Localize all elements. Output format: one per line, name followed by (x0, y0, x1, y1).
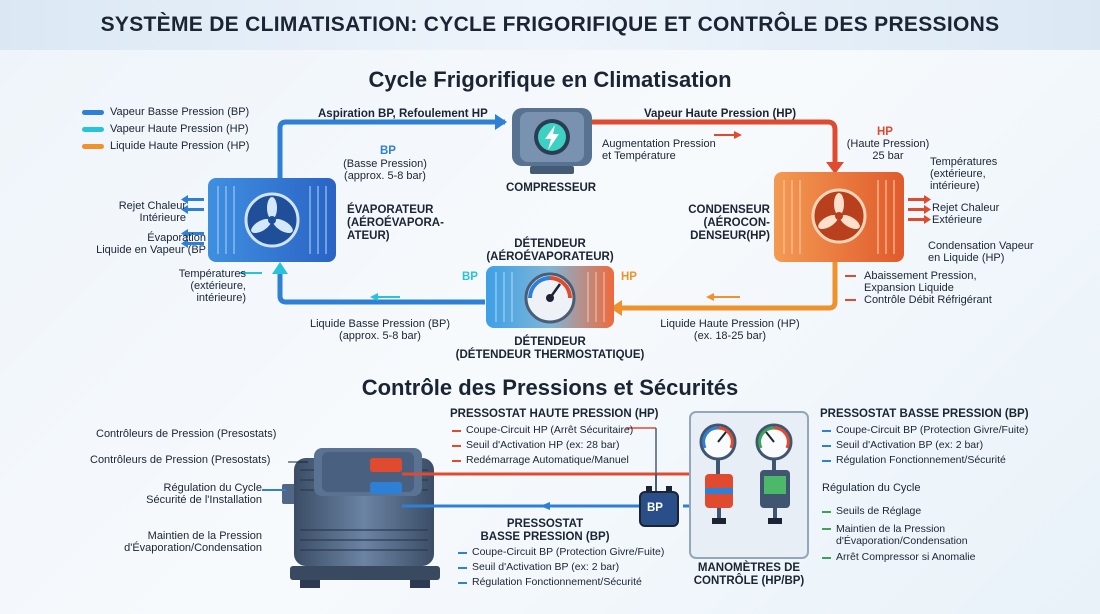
condenser-heat-label: Rejet Chaleur Extérieure (932, 202, 1000, 226)
arrow-head (272, 262, 288, 274)
arrow-head (826, 162, 844, 174)
list-item: Redémarrage Automatique/Manuel (452, 453, 633, 468)
section-title-controls: Contrôle des Pressions et Sécurités (361, 375, 739, 400)
hp-tag: HP (877, 126, 893, 138)
condenser-label: CONDENSEUR (AÉROCON- DENSEUR(HP) (688, 204, 770, 242)
expansion-valve-bottom-label: DÉTENDEUR (DÉTENDEUR THERMOSTATIQUE) (455, 336, 645, 361)
list-item: Coupe-Circuit HP (Arrêt Sécuritaire) (452, 423, 633, 438)
evaporator-label: ÉVAPORATEUR (AÉROÉVAPORA- ATEUR) (347, 204, 444, 242)
discharge-label: Vapeur Haute Pression (HP) (644, 108, 797, 120)
condenser-temperatures: Températures (extérieure, intérieure) (930, 156, 998, 192)
suction-label: Aspiration BP, Refoulement HP (318, 108, 488, 120)
pipe-discharge (590, 119, 838, 168)
evaporator-icon (208, 178, 336, 262)
bp-pressostat-title: PRESSOSTAT BASSE PRESSION (BP) (480, 518, 610, 543)
compressor-label: COMPRESSEUR (506, 182, 597, 194)
list-item: Maintien de la Pression d'Évaporation/Co… (822, 523, 975, 547)
right-pressostat-title: PRESSOSTAT BASSE PRESSION (BP) (820, 408, 1029, 420)
condensation-label: Condensation Vapeur en Liquide (HP) (928, 240, 1034, 264)
list-item: Régulation Fonctionnement/Sécurité (822, 453, 1028, 468)
gauges-label: MANOMÈTRES DE CONTRÔLE (HP/BP) (693, 562, 805, 587)
hp-description: (Haute Pression) 25 bar (846, 138, 930, 162)
control-label-1: Contrôleurs de Pression (Presostats) (96, 428, 277, 440)
valve-bp-tag: BP (462, 271, 478, 283)
expansion-valve-icon (486, 266, 614, 328)
motor-compressor-icon (282, 448, 440, 588)
bp-pressostat-icon (639, 486, 679, 527)
legend-item: Liquide Haute Pression (HP) (82, 140, 249, 152)
evaporator-heat-label: Rejet Chaleur Intérieure (118, 200, 186, 224)
expansion-valve-top-label: DÉTENDEUR (AÉROÉVAPORATEUR) (486, 238, 614, 263)
list-item: Arrêt Compressor si Anomalie (822, 550, 975, 565)
bp-box-label: BP (647, 502, 663, 514)
section-title-cycle: Cycle Frigorifique en Climatisation (368, 67, 732, 92)
bp-description: (Basse Pression) (approx. 5-8 bar) (343, 158, 427, 182)
pipe-suction (277, 119, 505, 178)
pipe-liquid-bp (277, 270, 485, 305)
bp-tag: BP (380, 145, 396, 157)
compressor-icon (512, 108, 592, 174)
hp-pressostat-title: PRESSOSTAT HAUTE PRESSION (HP) (450, 408, 659, 420)
list-item: Seuils de Réglage (822, 504, 975, 519)
regulation-title: Régulation du Cycle (822, 482, 921, 494)
list-item: Coupe-Circuit BP (Protection Givre/Fuite… (458, 545, 664, 560)
list-item: Seuil d'Activation HP (ex: 28 bar) (452, 438, 633, 453)
title-banner: SYSTÈME DE CLIMATISATION: CYCLE FRIGORIF… (0, 0, 1100, 50)
gauge-panel-icon (689, 411, 809, 559)
banner-title: SYSTÈME DE CLIMATISATION: CYCLE FRIGORIF… (100, 13, 1000, 36)
list-item: Seuil d'Activation BP (ex: 2 bar) (822, 438, 1028, 453)
legend: Vapeur Basse Pression (BP) Vapeur Haute … (82, 106, 249, 152)
control-label-3: Régulation du Cycle Sécurité de l'Instal… (146, 482, 262, 506)
list-item: Seuil d'Activation BP (ex: 2 bar) (458, 560, 664, 575)
control-label-2: Contrôleurs de Pression (Presostats) (90, 454, 271, 466)
flow-control-note: Contrôle Débit Réfrigérant (864, 294, 992, 306)
right-pressostat-list: Coupe-Circuit BP (Protection Givre/Fuite… (822, 423, 1028, 468)
expansion-note: Abaissement Pression, Expansion Liquide (864, 270, 977, 294)
list-item: Coupe-Circuit BP (Protection Givre/Fuite… (822, 423, 1028, 438)
liquid-hp-label: Liquide Haute Pression (HP) (ex. 18-25 b… (660, 318, 800, 342)
legend-item: Vapeur Haute Pression (HP) (82, 123, 249, 135)
control-label-4: Maintien de la Pression d'Évaporation/Co… (124, 530, 262, 554)
legend-item: Vapeur Basse Pression (BP) (82, 106, 249, 118)
arrow-head (610, 300, 622, 316)
regulation-list: Seuils de Réglage Maintien de la Pressio… (822, 504, 975, 565)
evaporation-label: Évaporation Liquide en Vapeur (BP (96, 232, 206, 256)
arrow-head (495, 114, 507, 130)
condenser-icon (774, 172, 904, 262)
list-item: Régulation Fonctionnement/Sécurité (458, 575, 664, 590)
hp-pressostat-list: Coupe-Circuit HP (Arrêt Sécuritaire) Seu… (452, 423, 633, 468)
valve-hp-tag: HP (621, 271, 637, 283)
compressor-note: Augmentation Pression et Température (602, 138, 716, 162)
liquid-bp-label: Liquide Basse Pression (BP) (approx. 5-8… (309, 318, 450, 342)
evaporator-temperatures: Températures (extérieure, intérieure) (178, 268, 246, 304)
pipe-liquid-hp (618, 262, 838, 311)
bp-pressostat-list: Coupe-Circuit BP (Protection Givre/Fuite… (458, 545, 664, 590)
